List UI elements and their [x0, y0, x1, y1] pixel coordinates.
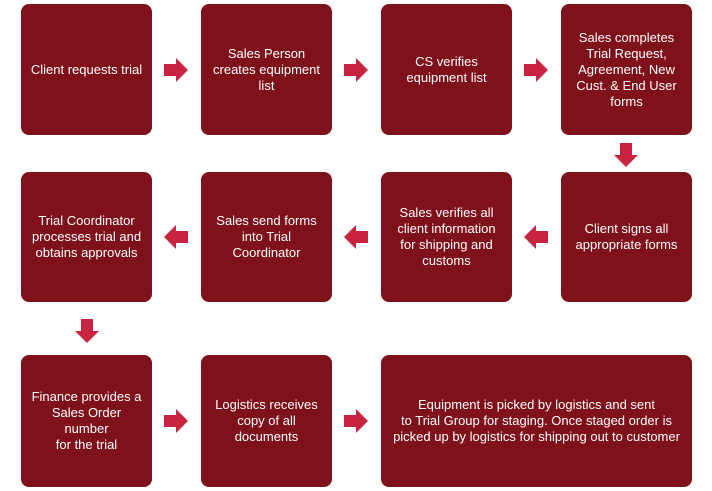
step-equipment-picked-and-shipped: Equipment is picked by logistics and sen…	[381, 355, 692, 487]
arrow-right-icon	[524, 58, 548, 82]
step-sales-creates-equipment-list: Sales Person creates equipment list	[201, 4, 332, 135]
step-label: Logistics receives copy of all documents	[215, 397, 318, 444]
arrow-left-icon	[524, 225, 548, 249]
step-sales-verifies-client-info: Sales verifies all client information fo…	[381, 172, 512, 302]
arrow-right-icon	[164, 409, 188, 433]
arrow-down-icon	[614, 143, 638, 167]
step-label: Sales send forms into Trial Coordinator	[216, 213, 317, 260]
step-label: Client requests trial	[30, 61, 143, 77]
arrow-down-icon	[75, 319, 99, 343]
step-client-signs-forms: Client signs all appropriate forms	[561, 172, 692, 302]
arrow-right-icon	[344, 58, 368, 82]
arrow-left-icon	[164, 225, 188, 249]
step-label: Sales Person creates equipment list	[213, 45, 320, 93]
step-label: Equipment is picked by logistics and sen…	[393, 397, 680, 444]
step-label: Trial Coordinator processes trial and ob…	[31, 213, 142, 260]
step-client-requests-trial: Client requests trial	[21, 4, 152, 135]
step-trial-coordinator-processes: Trial Coordinator processes trial and ob…	[21, 172, 152, 302]
step-label: Sales completes Trial Request, Agreement…	[576, 29, 677, 109]
step-cs-verifies-equipment-list: CS verifies equipment list	[381, 4, 512, 135]
step-label: Sales verifies all client information fo…	[397, 205, 496, 268]
arrow-right-icon	[344, 409, 368, 433]
step-finance-provides-order-number: Finance provides a Sales Order number fo…	[21, 355, 152, 487]
step-sales-send-forms: Sales send forms into Trial Coordinator	[201, 172, 332, 302]
step-label: Client signs all appropriate forms	[575, 221, 678, 252]
step-label: Finance provides a Sales Order number fo…	[31, 389, 142, 452]
step-sales-completes-forms: Sales completes Trial Request, Agreement…	[561, 4, 692, 135]
step-logistics-receives-documents: Logistics receives copy of all documents	[201, 355, 332, 487]
step-label: CS verifies equipment list	[406, 53, 487, 85]
arrow-left-icon	[344, 225, 368, 249]
arrow-right-icon	[164, 58, 188, 82]
